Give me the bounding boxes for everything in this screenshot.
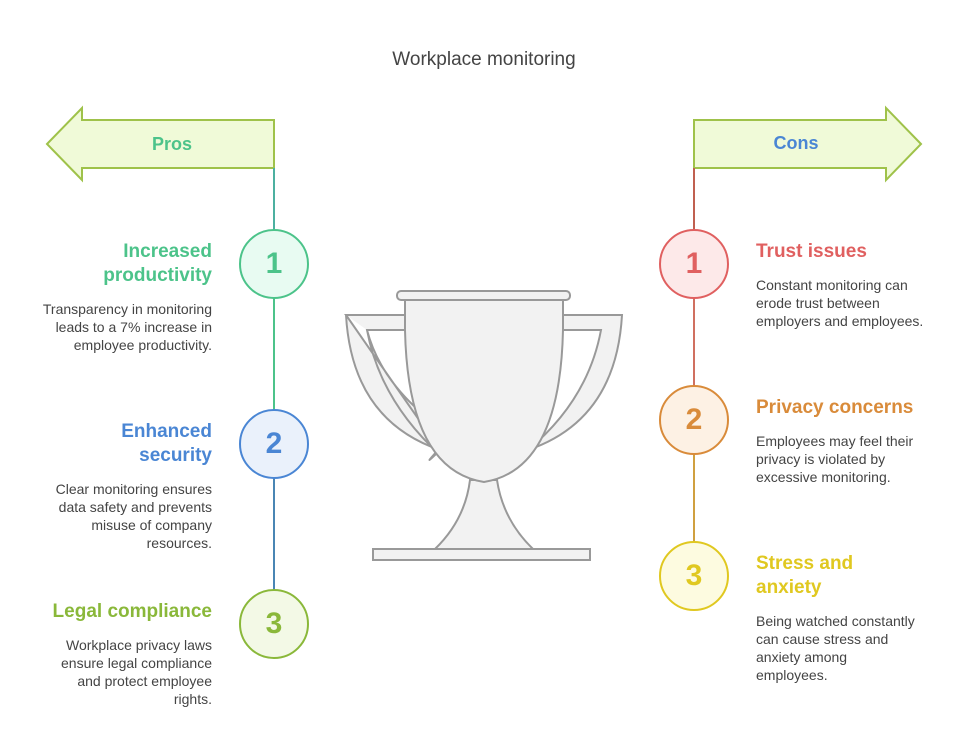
- pros-text-3: Workplace privacy laws ensure legal comp…: [61, 637, 212, 707]
- cons-number-3: 3: [659, 541, 729, 611]
- cons-arrow: [693, 105, 923, 183]
- cons-number-1: 1: [659, 229, 729, 299]
- cons-heading-1: Trust issues: [756, 241, 867, 262]
- pros-heading-2: Enhanced security: [121, 421, 212, 466]
- pros-text-1: Transparency in monitoring leads to a 7%…: [42, 301, 212, 353]
- pros-arrow: [45, 105, 275, 183]
- cons-text-1: Constant monitoring can erode trust betw…: [756, 277, 924, 329]
- cons-label: Cons: [773, 133, 819, 153]
- pros-number-1: 1: [239, 229, 309, 299]
- pros-text-2: Clear monitoring ensures data safety and…: [55, 481, 212, 551]
- pros-number-2: 2: [239, 409, 309, 479]
- diagram-title: Workplace monitoring: [392, 49, 576, 70]
- pros-heading-1: Increased productivity: [103, 241, 212, 286]
- trophy-icon: [344, 290, 624, 561]
- pros-heading-3: Legal compliance: [52, 601, 212, 622]
- cons-heading-2: Privacy concerns: [756, 397, 914, 418]
- cons-text-2: Employees may feel their privacy is viol…: [756, 433, 914, 485]
- pros-label: Pros: [151, 134, 193, 154]
- pros-number-3: 3: [239, 589, 309, 659]
- cons-heading-3: Stress and anxiety: [756, 553, 854, 598]
- cons-number-2: 2: [659, 385, 729, 455]
- cons-text-3: Being watched constantly can cause stres…: [756, 613, 915, 683]
